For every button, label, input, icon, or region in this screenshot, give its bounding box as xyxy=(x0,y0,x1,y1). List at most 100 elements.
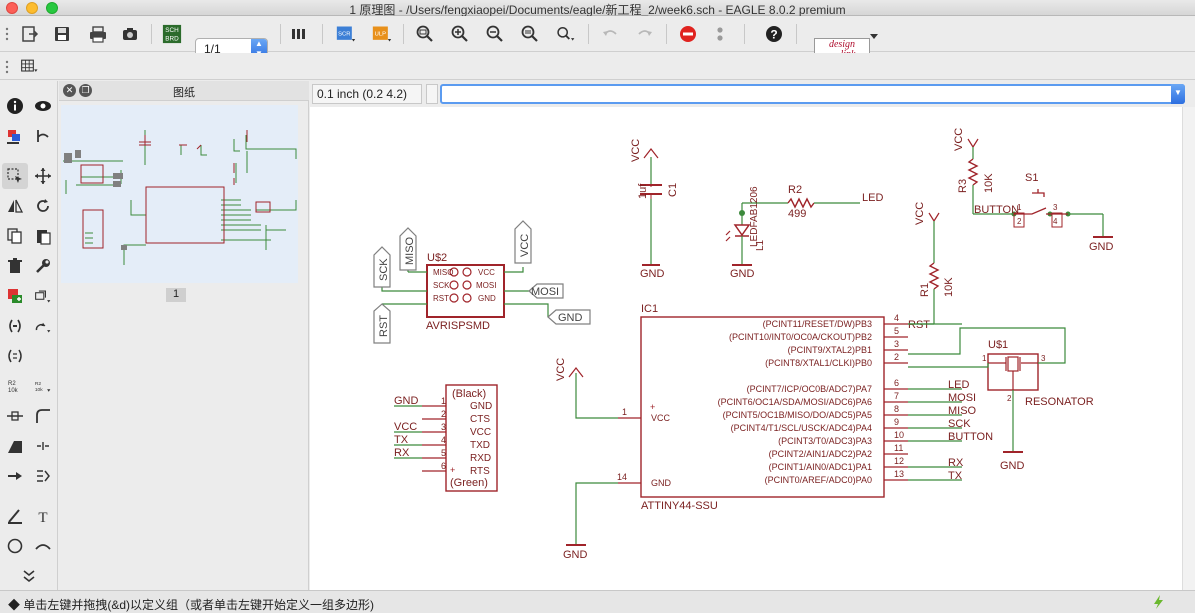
switch-s1[interactable]: S1 BUTTON 1 2 3 4 GND xyxy=(973,172,1114,253)
svg-text:VCC: VCC xyxy=(478,268,495,277)
zoom-fit-icon xyxy=(416,25,433,42)
resonator-u1[interactable]: U$1 RESONATOR 1 2 3 GND xyxy=(908,327,1094,472)
net-label: MOSI xyxy=(948,392,976,404)
resistor-r1[interactable]: VCC R1 10K xyxy=(914,202,955,324)
resistor-r3[interactable]: VCC R3 10K xyxy=(953,128,995,214)
minimize-window-button[interactable] xyxy=(26,2,38,14)
attribute-tool[interactable] xyxy=(30,463,56,489)
slice-tool[interactable] xyxy=(2,433,28,459)
more-tools[interactable] xyxy=(16,563,42,589)
add-tool[interactable] xyxy=(2,283,28,309)
zoom-window-button[interactable] xyxy=(46,2,58,14)
replace-icon xyxy=(35,290,51,303)
zoom-in-button[interactable] xyxy=(446,22,474,46)
panels-icon xyxy=(292,29,305,39)
c1-name: C1 xyxy=(667,183,679,197)
open-button[interactable] xyxy=(16,22,44,46)
sheet-number[interactable]: 1 xyxy=(166,288,186,302)
zoom-fit-button[interactable] xyxy=(411,22,439,46)
invoke-tool[interactable] xyxy=(2,313,28,339)
cam-button[interactable] xyxy=(116,22,144,46)
save-button[interactable] xyxy=(48,22,76,46)
toolbar-separator xyxy=(588,24,589,44)
ic1-pin-number: 4 xyxy=(894,313,899,323)
svg-text:VCC: VCC xyxy=(555,358,567,381)
arc-tool[interactable] xyxy=(30,533,56,559)
close-window-button[interactable] xyxy=(6,2,18,14)
svg-text:1: 1 xyxy=(622,407,627,417)
float-panel-icon[interactable]: ❐ xyxy=(79,84,92,97)
ic1-name: IC1 xyxy=(641,303,658,315)
redo-button[interactable] xyxy=(631,22,659,46)
paste-tool[interactable] xyxy=(30,223,56,249)
wire-tool[interactable] xyxy=(2,503,28,529)
resistor-r2[interactable]: R2 499 LED xyxy=(787,184,883,220)
pin-swap-tool[interactable] xyxy=(2,343,28,369)
move-tool[interactable] xyxy=(30,163,56,189)
zoom-out-button[interactable] xyxy=(481,22,509,46)
go-button[interactable] xyxy=(706,22,734,46)
ic1-pin-name: (PCINT8/XTAL1/CLKI)PB0 xyxy=(765,358,872,368)
show-tool[interactable] xyxy=(30,93,56,119)
rotate-tool[interactable] xyxy=(30,193,56,219)
change-tool[interactable] xyxy=(30,253,56,279)
zoom-redraw-button[interactable] xyxy=(516,22,544,46)
smash-icon xyxy=(8,472,22,480)
display-tool[interactable] xyxy=(2,123,28,149)
grid-button[interactable] xyxy=(16,54,44,78)
stop-button[interactable] xyxy=(674,22,702,46)
status-message: ◆ 单击左键并拖拽(&d)以定义组（或者单击左键开始定义一组多边形) xyxy=(8,596,374,613)
invoke-icon xyxy=(9,319,21,333)
toolbar-separator xyxy=(666,24,667,44)
microcontroller-ic1[interactable]: IC1 ATTINY44-SSU 1 14 VCC GND + VCC GND xyxy=(555,303,993,561)
schematic-drawing: 1uf C1 VCC GND LEDFAB1206 L1 xyxy=(373,128,1114,561)
vcc-label: VCC xyxy=(914,202,926,225)
group-tool[interactable] xyxy=(2,163,28,189)
smash-tool[interactable] xyxy=(2,463,28,489)
schematic-canvas[interactable]: 1uf C1 VCC GND LEDFAB1206 L1 xyxy=(310,107,1182,590)
vertical-scrollbar[interactable] xyxy=(1182,107,1195,590)
ftdi-pin-name: RTS xyxy=(470,466,490,477)
split-tool[interactable] xyxy=(2,403,28,429)
sheet-thumbnail[interactable] xyxy=(61,105,298,283)
window-title: 1 原理图 - /Users/fengxiaopei/Documents/eag… xyxy=(349,3,846,17)
command-line-input[interactable]: ▼ xyxy=(440,84,1185,104)
copy-tool[interactable] xyxy=(2,223,28,249)
svg-text:VCC: VCC xyxy=(651,413,671,423)
designlink-dropdown[interactable] xyxy=(867,22,881,46)
undo-button[interactable] xyxy=(596,22,624,46)
text-tool[interactable]: T xyxy=(30,503,56,529)
circle-tool[interactable] xyxy=(2,533,28,559)
mirror-tool[interactable] xyxy=(2,193,28,219)
attribute-icon xyxy=(37,470,50,482)
isp-header-u2[interactable]: U$2 AVRISPSMD MISO SCK RST VCC MOSI GND xyxy=(373,220,591,344)
ic1-pin-number: 12 xyxy=(894,456,904,466)
gate-swap-tool[interactable] xyxy=(30,313,56,339)
optimize-tool[interactable] xyxy=(30,433,56,459)
print-button[interactable] xyxy=(84,22,112,46)
r3-name: R3 xyxy=(957,179,969,193)
svg-text:MOSI: MOSI xyxy=(476,281,496,290)
mark-tool[interactable] xyxy=(30,123,56,149)
info-tool[interactable] xyxy=(2,93,28,119)
zoom-select-button[interactable] xyxy=(552,22,580,46)
script-button[interactable]: SCR xyxy=(332,22,360,46)
delete-tool[interactable] xyxy=(2,253,28,279)
replace-tool[interactable] xyxy=(30,283,56,309)
command-history-grip[interactable] xyxy=(426,84,438,104)
sheet-panel-toggle-button[interactable] xyxy=(285,22,313,46)
u1-name: U$1 xyxy=(988,339,1008,351)
close-panel-icon[interactable]: ✕ xyxy=(63,84,76,97)
zoom-select-icon xyxy=(557,27,575,41)
capacitor-c1[interactable]: 1uf C1 xyxy=(637,157,679,265)
help-button[interactable]: ? xyxy=(760,22,788,46)
led-l1[interactable]: LEDFAB1206 L1 GND xyxy=(725,186,788,280)
chevron-down-icon[interactable]: ▼ xyxy=(1171,84,1185,104)
miter-tool[interactable] xyxy=(30,403,56,429)
ulp-button[interactable]: ULP xyxy=(368,22,396,46)
grip-icon xyxy=(5,60,9,74)
